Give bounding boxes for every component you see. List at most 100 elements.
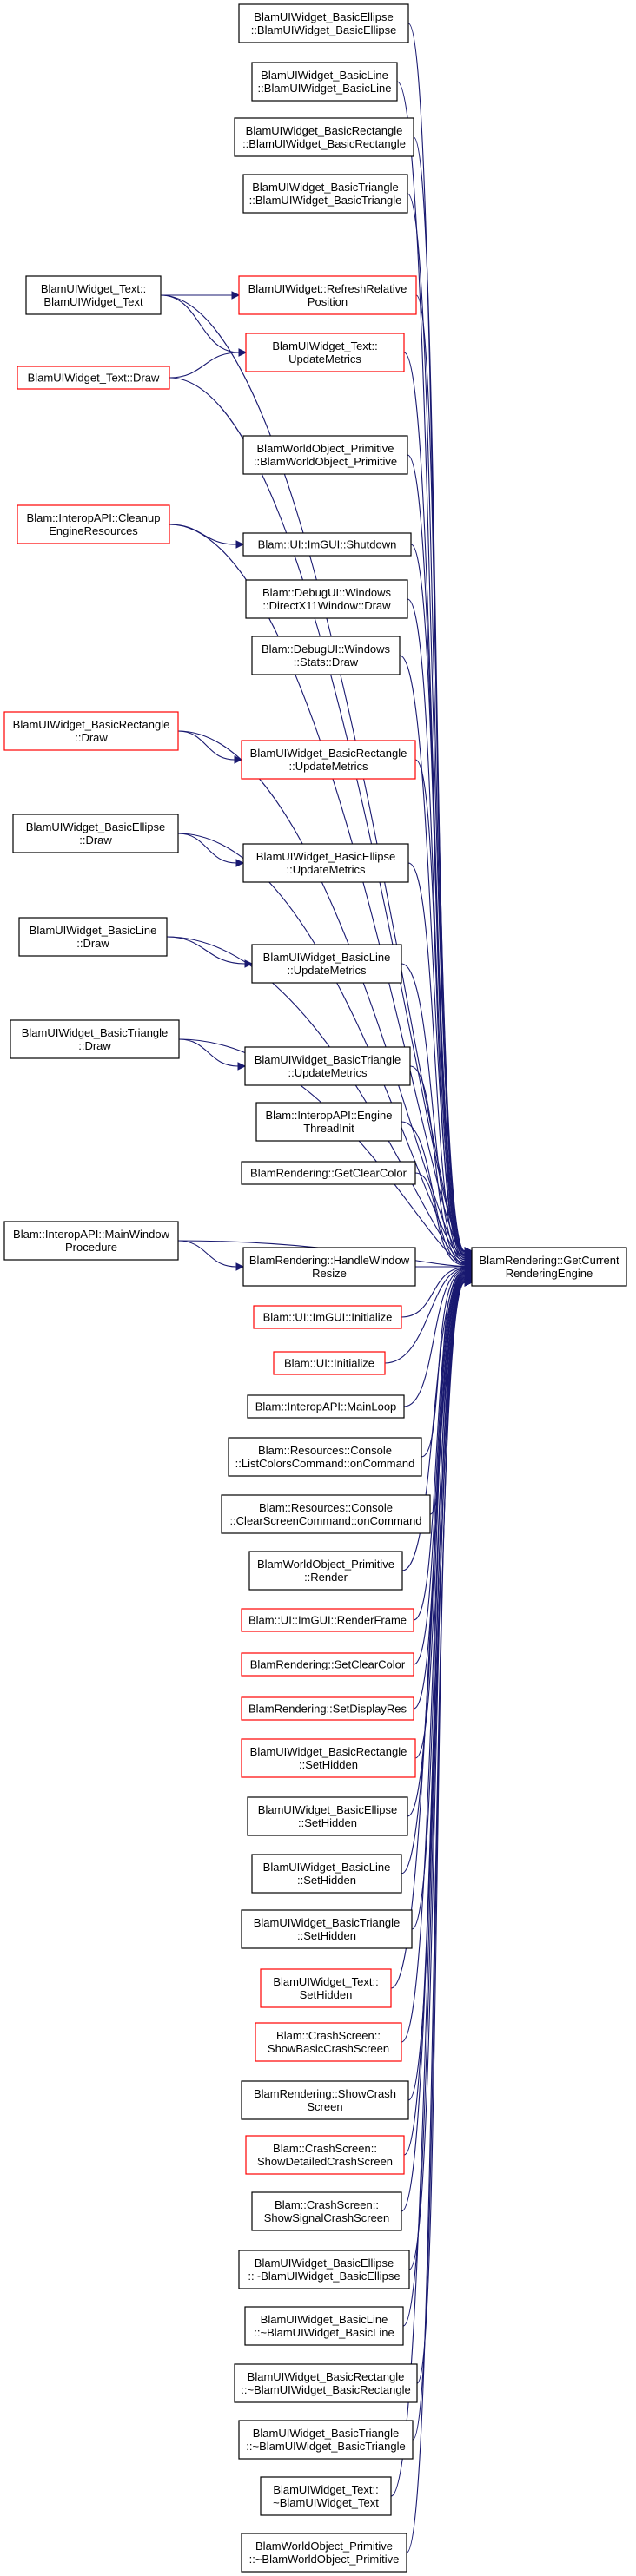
node-blam-crashscreen-showbasiccrashscreen[interactable]: Blam::CrashScreen::ShowBasicCrashScreen <box>255 2022 402 2062</box>
node-box[interactable] <box>242 1247 416 1287</box>
node-box[interactable] <box>244 1046 411 1086</box>
node-box[interactable] <box>244 2306 404 2346</box>
node-blamworldobject-primitive-render[interactable]: BlamWorldObject_Primitive::Render <box>248 1551 403 1591</box>
node-box[interactable] <box>248 1551 403 1591</box>
node-blamworldobject-primitive-blamworldobject-primitive[interactable]: BlamWorldObject_Primitive::BlamWorldObje… <box>242 435 408 475</box>
node-box[interactable] <box>3 711 179 751</box>
node-box[interactable] <box>255 2022 402 2062</box>
node-blam-resources-console-clearscreencommand-oncommand[interactable]: Blam::Resources::Console::ClearScreenCom… <box>221 1494 431 1534</box>
node-box[interactable] <box>247 1394 405 1419</box>
node-box[interactable] <box>241 1696 414 1721</box>
node-box[interactable] <box>17 366 170 390</box>
node-blamuiwidget-basictriangle-blamuiwidget-basictriangle[interactable]: BlamUIWidget_BasicTriangle::BlamUIWidget… <box>242 174 408 214</box>
node-box[interactable] <box>241 2533 407 2573</box>
node-blamrendering-setdisplayres[interactable]: BlamRendering::SetDisplayRes <box>241 1696 414 1721</box>
node-box[interactable] <box>228 1437 422 1477</box>
node-box[interactable] <box>234 2363 418 2403</box>
node-blamuiwidget-text-draw[interactable]: BlamUIWidget_Text::Draw <box>17 366 170 390</box>
node-blamuiwidget-basicline-draw[interactable]: BlamUIWidget_BasicLine::Draw <box>18 917 168 957</box>
node-blam-interopapi-mainloop[interactable]: Blam::InteropAPI::MainLoop <box>247 1394 405 1419</box>
node-box[interactable] <box>241 1738 416 1778</box>
node-blamuiwidget-basicline-blamuiwidget-basicline[interactable]: BlamUIWidget_BasicLine::BlamUIWidget_Bas… <box>251 62 398 102</box>
node-blamuiwidget-basicellipse-blamuiwidget-basicellipse[interactable]: BlamUIWidget_BasicEllipse::BlamUIWidget_… <box>238 3 409 43</box>
node-blamuiwidget-basicline-updatemetrics[interactable]: BlamUIWidget_BasicLine::UpdateMetrics <box>251 944 402 984</box>
node-blam-debugui-windows-directx11window-draw[interactable]: Blam::DebugUI::Windows::DirectX11Window:… <box>245 579 408 619</box>
node-box[interactable] <box>251 636 401 675</box>
node-blam-ui-imgui-initialize[interactable]: Blam::UI::ImGUI::Initialize <box>253 1305 402 1329</box>
node-box[interactable] <box>242 532 412 557</box>
node-box[interactable] <box>245 579 408 619</box>
node-blamworldobject-primitive-blamworldobject-primitive[interactable]: BlamWorldObject_Primitive::~BlamWorldObj… <box>241 2533 407 2573</box>
node-box[interactable] <box>251 2191 402 2231</box>
node-blamuiwidget-basicrectangle-blamuiwidget-basicrectangle[interactable]: BlamUIWidget_BasicRectangle::~BlamUIWidg… <box>234 2363 418 2403</box>
node-box[interactable] <box>260 2476 392 2516</box>
node-blam-ui-imgui-renderframe[interactable]: Blam::UI::ImGUI::RenderFrame <box>241 1608 414 1632</box>
node-box[interactable] <box>471 1247 627 1287</box>
node-blamuiwidget-basicline-sethidden[interactable]: BlamUIWidget_BasicLine::SetHidden <box>251 1854 402 1894</box>
node-blamuiwidget-basictriangle-draw[interactable]: BlamUIWidget_BasicTriangle::Draw <box>10 1019 180 1059</box>
node-blam-crashscreen-showsignalcrashscreen[interactable]: Blam::CrashScreen::ShowSignalCrashScreen <box>251 2191 402 2231</box>
node-box[interactable] <box>253 1305 402 1329</box>
node-box[interactable] <box>242 174 408 214</box>
node-box[interactable] <box>273 1351 386 1375</box>
node-blamuiwidget-basicellipse-blamuiwidget-basicellipse[interactable]: BlamUIWidget_BasicEllipse::~BlamUIWidget… <box>238 2250 410 2289</box>
node-blamuiwidget-basicrectangle-updatemetrics[interactable]: BlamUIWidget_BasicRectangle::UpdateMetri… <box>241 740 416 780</box>
node-blamuiwidget-basicellipse-draw[interactable]: BlamUIWidget_BasicEllipse::Draw <box>12 814 179 853</box>
node-box[interactable] <box>238 3 409 43</box>
node-box[interactable] <box>241 1909 413 1949</box>
node-box[interactable] <box>242 435 408 475</box>
node-blamuiwidget-basicellipse-updatemetrics[interactable]: BlamUIWidget_BasicEllipse::UpdateMetrics <box>242 843 409 883</box>
node-box[interactable] <box>238 2420 414 2460</box>
node-box[interactable] <box>241 1652 414 1677</box>
node-box[interactable] <box>3 1221 179 1261</box>
node-box[interactable] <box>238 2250 410 2289</box>
node-box[interactable] <box>242 843 409 883</box>
node-blamuiwidget-text-sethidden[interactable]: BlamUIWidget_Text::SetHidden <box>260 1968 392 2008</box>
node-blamuiwidget-basicrectangle-draw[interactable]: BlamUIWidget_BasicRectangle::Draw <box>3 711 179 751</box>
node-box[interactable] <box>234 117 414 157</box>
node-box[interactable] <box>221 1494 431 1534</box>
node-blamuiwidget-basicrectangle-blamuiwidget-basicrectangle[interactable]: BlamUIWidget_BasicRectangle::BlamUIWidge… <box>234 117 414 157</box>
node-box[interactable] <box>247 1796 408 1836</box>
node-blam-crashscreen-showdetailedcrashscreen[interactable]: Blam::CrashScreen::ShowDetailedCrashScre… <box>245 2135 405 2175</box>
node-blamuiwidget-basicline-blamuiwidget-basicline[interactable]: BlamUIWidget_BasicLine::~BlamUIWidget_Ba… <box>244 2306 404 2346</box>
node-box[interactable] <box>238 275 417 315</box>
node-blam-debugui-windows-stats-draw[interactable]: Blam::DebugUI::Windows::Stats::Draw <box>251 636 401 675</box>
node-box[interactable] <box>241 2080 409 2120</box>
node-blamuiwidget-text-blamuiwidget-text[interactable]: BlamUIWidget_Text::BlamUIWidget_Text <box>25 275 162 315</box>
node-box[interactable] <box>251 944 402 984</box>
node-blamuiwidget-basicellipse-sethidden[interactable]: BlamUIWidget_BasicEllipse::SetHidden <box>247 1796 408 1836</box>
node-box[interactable] <box>260 1968 392 2008</box>
node-box[interactable] <box>12 814 179 853</box>
node-box[interactable] <box>251 62 398 102</box>
node-blam-resources-console-listcolorscommand-oncommand[interactable]: Blam::Resources::Console::ListColorsComm… <box>228 1437 422 1477</box>
node-box[interactable] <box>241 1161 416 1185</box>
node-blam-ui-imgui-shutdown[interactable]: Blam::UI::ImGUI::Shutdown <box>242 532 412 557</box>
node-box[interactable] <box>241 1608 414 1632</box>
node-box[interactable] <box>17 504 170 544</box>
node-blam-ui-initialize[interactable]: Blam::UI::Initialize <box>273 1351 386 1375</box>
node-box[interactable] <box>25 275 162 315</box>
node-blamuiwidget-text-updatemetrics[interactable]: BlamUIWidget_Text::UpdateMetrics <box>245 333 405 372</box>
node-box[interactable] <box>251 1854 402 1894</box>
node-box[interactable] <box>10 1019 180 1059</box>
node-blamuiwidget-basictriangle-updatemetrics[interactable]: BlamUIWidget_BasicTriangle::UpdateMetric… <box>244 1046 411 1086</box>
node-blamuiwidget-basictriangle-blamuiwidget-basictriangle[interactable]: BlamUIWidget_BasicTriangle::~BlamUIWidge… <box>238 2420 414 2460</box>
node-blamuiwidget-basictriangle-sethidden[interactable]: BlamUIWidget_BasicTriangle::SetHidden <box>241 1909 413 1949</box>
node-blamuiwidget-basicrectangle-sethidden[interactable]: BlamUIWidget_BasicRectangle::SetHidden <box>241 1738 416 1778</box>
node-blamrendering-getclearcolor[interactable]: BlamRendering::GetClearColor <box>241 1161 416 1185</box>
node-box[interactable] <box>245 333 405 372</box>
node-blamuiwidget-text-blamuiwidget-text[interactable]: BlamUIWidget_Text::~BlamUIWidget_Text <box>260 2476 392 2516</box>
node-box[interactable] <box>255 1102 402 1142</box>
node-box[interactable] <box>241 740 416 780</box>
node-box[interactable] <box>245 2135 405 2175</box>
node-box[interactable] <box>18 917 168 957</box>
node-blamrendering-setclearcolor[interactable]: BlamRendering::SetClearColor <box>241 1652 414 1677</box>
